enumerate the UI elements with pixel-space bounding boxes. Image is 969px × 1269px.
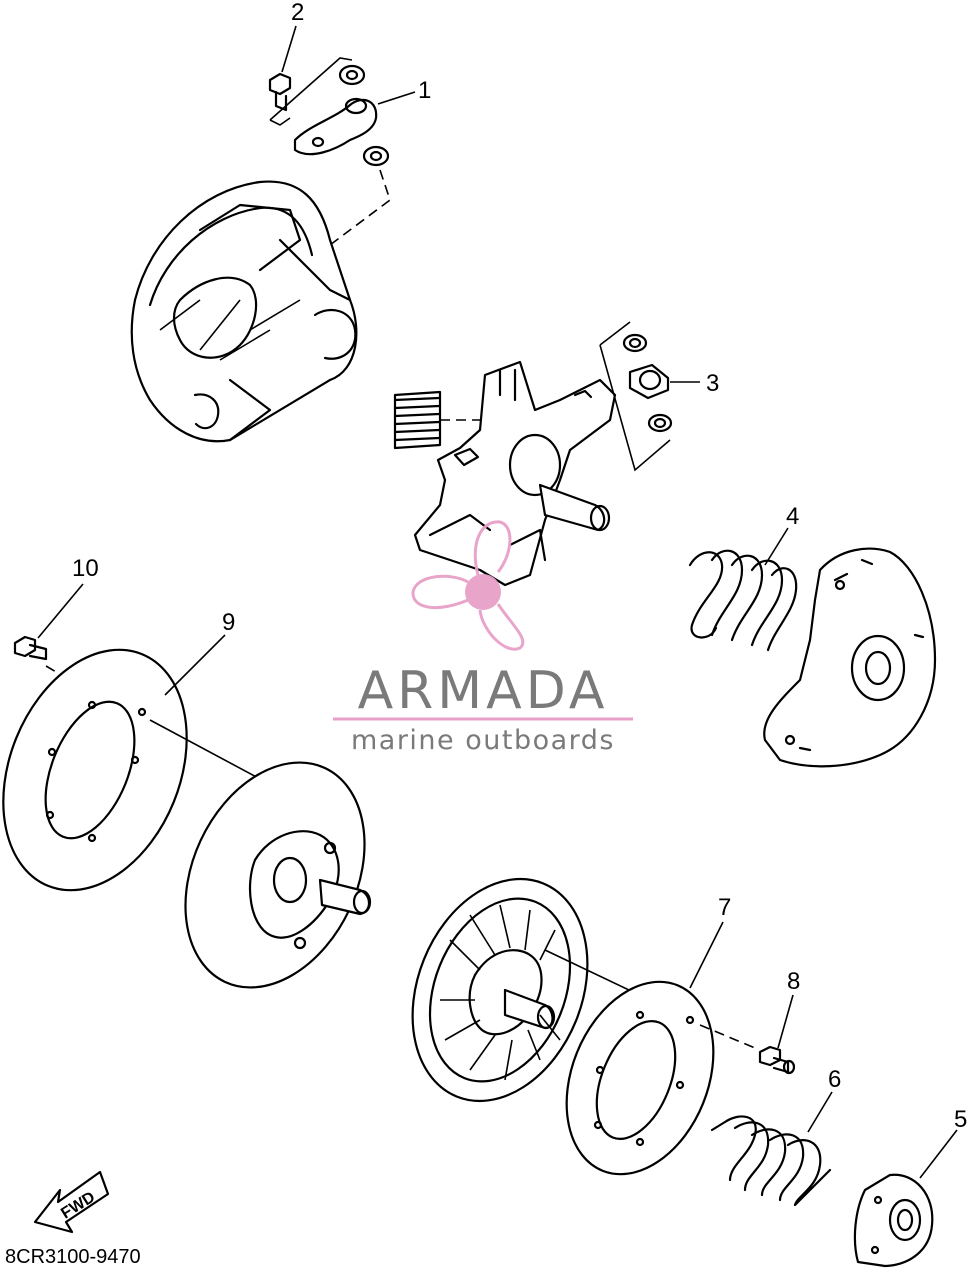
cover-right [763, 547, 937, 768]
callout-7: 7 [718, 894, 731, 921]
spring-part-4 [688, 549, 798, 652]
bolt-part-2 [268, 72, 292, 112]
armada-watermark: ARMADA marine outboards [333, 520, 633, 756]
spider-shaft-assembly [393, 360, 617, 587]
propeller-icon [411, 520, 525, 651]
drawing-code: 8CR3100-9470 [5, 1246, 141, 1268]
callout-5: 5 [954, 1106, 967, 1133]
spring-part-6 [710, 1115, 832, 1207]
callout-2: 2 [291, 0, 304, 26]
callout-1: 1 [418, 77, 431, 104]
plate-part-9 [2, 648, 188, 892]
callout-9: 9 [222, 609, 235, 636]
callout-4: 4 [786, 503, 799, 530]
bolt-part-8 [758, 1045, 796, 1075]
brand-tagline: marine outboards [351, 725, 615, 756]
callout-6: 6 [828, 1066, 841, 1093]
slider-part-3 [599, 321, 673, 472]
sliding-sheave [184, 761, 372, 989]
brand-name: ARMADA [358, 661, 609, 721]
plate-part-7 [565, 980, 715, 1176]
cap-part-5 [853, 1173, 934, 1268]
fixed-sheave-upper [130, 180, 358, 443]
callout-10: 10 [72, 555, 99, 582]
callout-3: 3 [706, 370, 719, 397]
bolt-part-10 [13, 635, 48, 661]
fwd-direction-arrow: FWD [33, 1170, 110, 1234]
callout-8: 8 [787, 968, 800, 995]
lever-part-1 [269, 57, 391, 247]
fixed-sheave-lower [411, 877, 589, 1103]
